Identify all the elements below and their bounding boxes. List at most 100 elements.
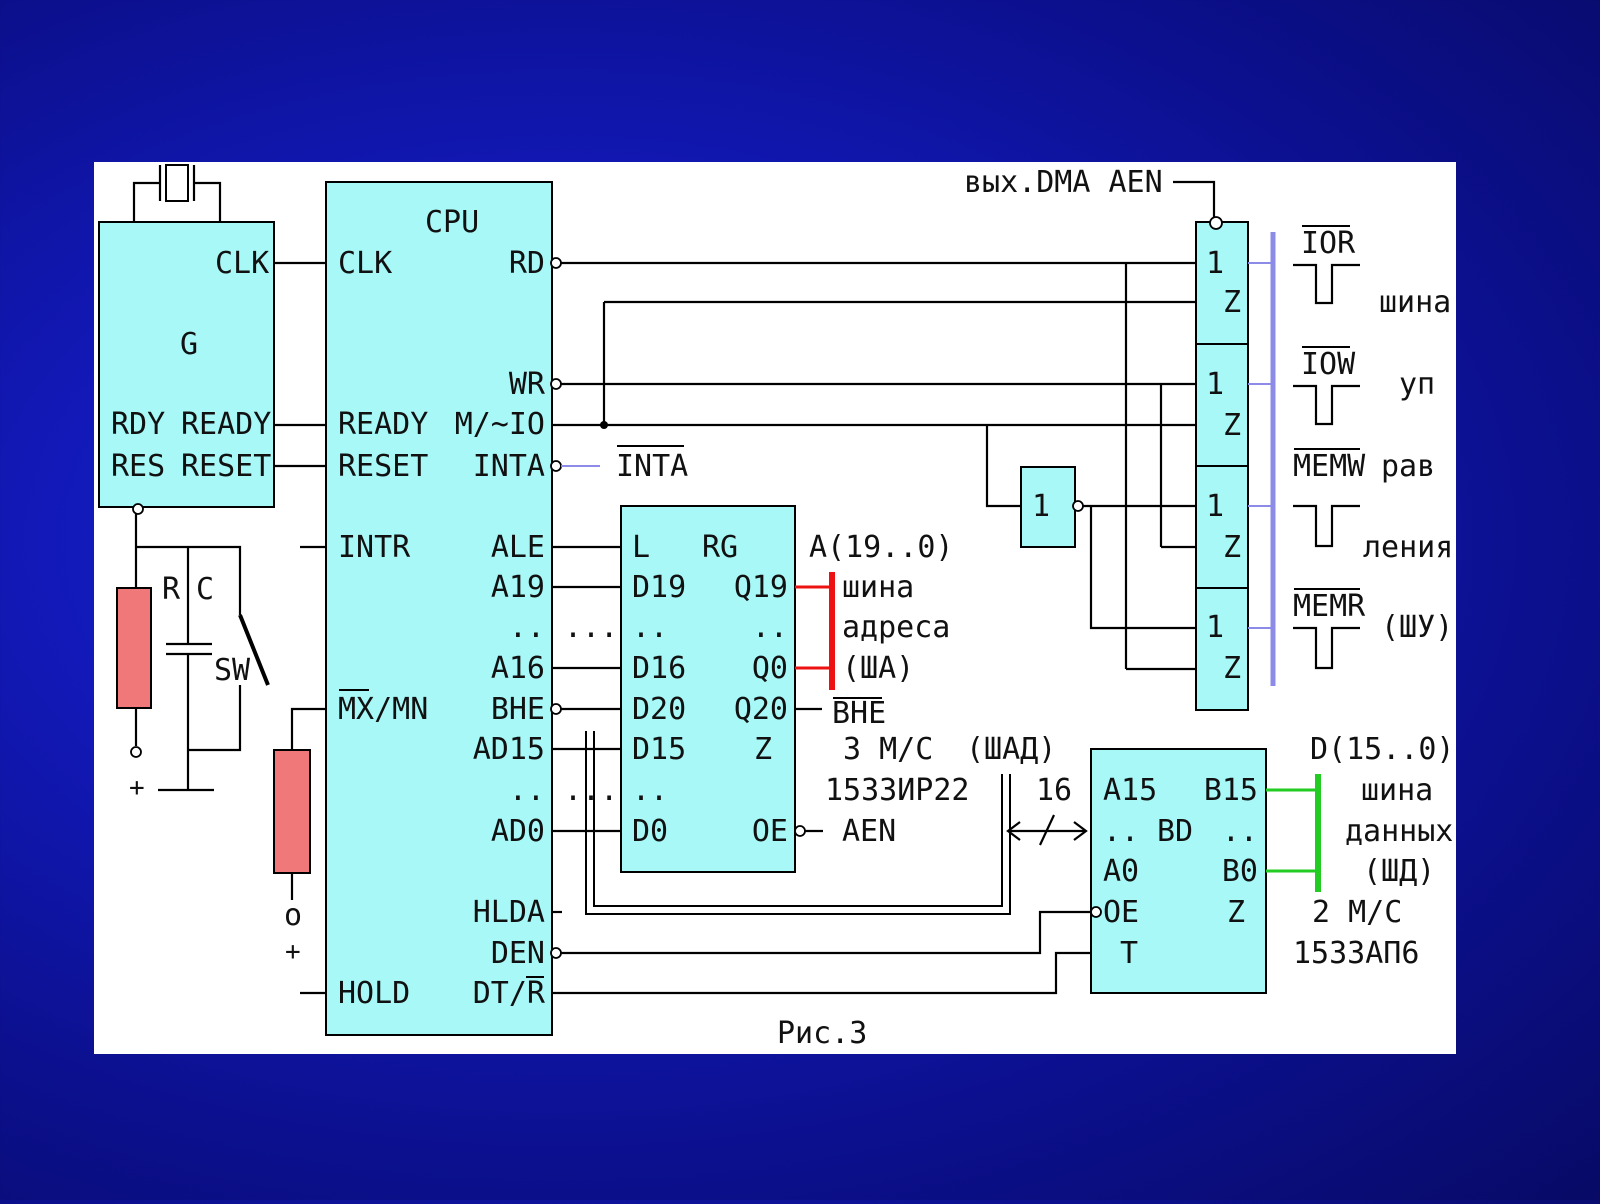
gen-clk-pin: CLK <box>215 246 269 281</box>
mux-bus-label: (ШАД) <box>966 732 1056 767</box>
cpu-pin-hlda: HLDA <box>473 895 545 930</box>
reset-rc-circuit <box>130 514 270 792</box>
cpu-pin-mxmn: MX/MN <box>338 692 428 727</box>
signal-iow: IOW <box>1301 347 1356 382</box>
bd-adots: .. <box>1103 814 1139 849</box>
den-dtr-wiring <box>552 910 1091 995</box>
cpu-pin-clk: CLK <box>338 246 392 281</box>
rg-oe-inversion <box>794 825 806 837</box>
control-bus-bar <box>1248 232 1276 686</box>
reset-plus-label: + <box>129 773 145 803</box>
clock-generator-block <box>98 221 275 508</box>
rg-ddots1: .. <box>632 610 668 645</box>
mxmn-plus-label: + <box>285 937 301 967</box>
signal-memw: MEMW <box>1293 449 1366 484</box>
bd-bdots: .. <box>1222 814 1258 849</box>
gen-res-inversion <box>132 503 144 515</box>
bd-t: T <box>1120 936 1138 971</box>
inta-inversion <box>550 460 562 472</box>
buf4-one: 1 <box>1206 610 1224 645</box>
iow-pulse <box>1293 384 1360 426</box>
cpu-pin-inta: INTA <box>473 449 545 484</box>
mxmn-circuit <box>290 707 326 900</box>
cpu-block <box>325 181 553 1036</box>
bus-buffers <box>1195 221 1249 711</box>
rd-inversion <box>550 257 562 269</box>
gen-ready-pin: READY <box>181 407 271 442</box>
buf2-z: Z <box>1223 408 1241 443</box>
rg-d15: D15 <box>632 732 686 767</box>
cpu-pin-rd: RD <box>509 246 545 281</box>
cpu-pin-reset: RESET <box>338 449 428 484</box>
bd-a15: A15 <box>1103 773 1157 808</box>
crystal-symbol <box>132 164 222 222</box>
buf2-one: 1 <box>1206 367 1224 402</box>
address-bus-line2: адреса <box>842 610 950 645</box>
mux-bus-lines <box>585 731 1011 915</box>
label-r: R <box>162 572 181 607</box>
cpu-pin-mio: M/~IO <box>455 407 545 442</box>
address-latch-block <box>620 505 796 873</box>
memr-pulse <box>1293 626 1360 670</box>
rg-chip-count: 3 М/С <box>843 732 933 767</box>
gen-rdy-pin: RDY <box>111 407 165 442</box>
buf1-z: Z <box>1223 285 1241 320</box>
data-bus-line3: (ШД) <box>1363 854 1435 889</box>
gen-res-pin: RES <box>111 449 165 484</box>
cpu-pin-hold: HOLD <box>338 976 410 1011</box>
rg-chip: 1533ИР22 <box>825 773 970 808</box>
ctrl-bus-w5: (ШУ) <box>1381 610 1453 645</box>
bhe-inversion <box>550 703 562 715</box>
bd-oe: OE <box>1103 895 1139 930</box>
rg-q20: Q20 <box>734 692 788 727</box>
address-range: A(19..0) <box>809 530 954 565</box>
rg-l-pin: L <box>632 530 650 565</box>
ior-pulse <box>1293 263 1360 305</box>
cpu-pin-bhe: BHE <box>491 692 545 727</box>
inta-out-label: INTA <box>616 449 688 484</box>
cpu-pin-dots2: .. <box>509 773 545 808</box>
address-bus-bhe: BHE <box>832 696 886 731</box>
address-bus-line3: (ША) <box>842 651 914 686</box>
buf4-z: Z <box>1223 651 1241 686</box>
rg-oe: OE <box>752 814 788 849</box>
bd-b15: B15 <box>1204 773 1258 808</box>
buf3-z: Z <box>1223 530 1241 565</box>
signal-ior: IOR <box>1301 226 1356 261</box>
data-range: D(15..0) <box>1310 732 1455 767</box>
cpu-pin-intr: INTR <box>338 530 411 565</box>
buffer-enable-bubble <box>1209 216 1223 230</box>
cpu-pin-ale: ALE <box>491 530 545 565</box>
reset-resistor <box>116 587 152 709</box>
rg-oe-aen: AEN <box>842 814 896 849</box>
transceiver-block <box>1090 748 1267 994</box>
bd-b0: B0 <box>1222 854 1258 889</box>
label-sw: SW <box>214 653 251 688</box>
rg-d20: D20 <box>632 692 686 727</box>
rg-ddots2: .. <box>632 773 668 808</box>
den-inversion <box>550 947 562 959</box>
rg-d0: D0 <box>632 814 668 849</box>
ctrl-bus-w3: рав <box>1381 449 1435 484</box>
cpu-pin-ready: READY <box>338 407 428 442</box>
bd-chip-count: 2 М/С <box>1312 895 1402 930</box>
ctrl-bus-w4: ления <box>1363 530 1453 565</box>
data-bus-line2: данных <box>1345 814 1453 849</box>
gen-reset-pin: RESET <box>181 449 271 484</box>
wr-inversion <box>550 378 562 390</box>
cpu-pin-dtr: DT/R <box>473 976 546 1011</box>
memw-pulse <box>1293 504 1360 548</box>
inverter-bubble <box>1072 500 1084 512</box>
rg-q19: Q19 <box>734 570 788 605</box>
cpu-pin-den: DEN <box>491 936 545 971</box>
cpu-pin-wr: WR <box>509 367 546 402</box>
buf3-one: 1 <box>1206 489 1224 524</box>
ctrl-bus-w2: уп <box>1399 367 1435 402</box>
bd-chip: 1533АП6 <box>1293 936 1419 971</box>
address-bus-line1: шина <box>842 570 914 605</box>
dma-aen-label: вых.DMA AEN <box>964 165 1163 200</box>
rg-d16: D16 <box>632 651 686 686</box>
cpu-pin-dots1: .. <box>509 610 545 645</box>
